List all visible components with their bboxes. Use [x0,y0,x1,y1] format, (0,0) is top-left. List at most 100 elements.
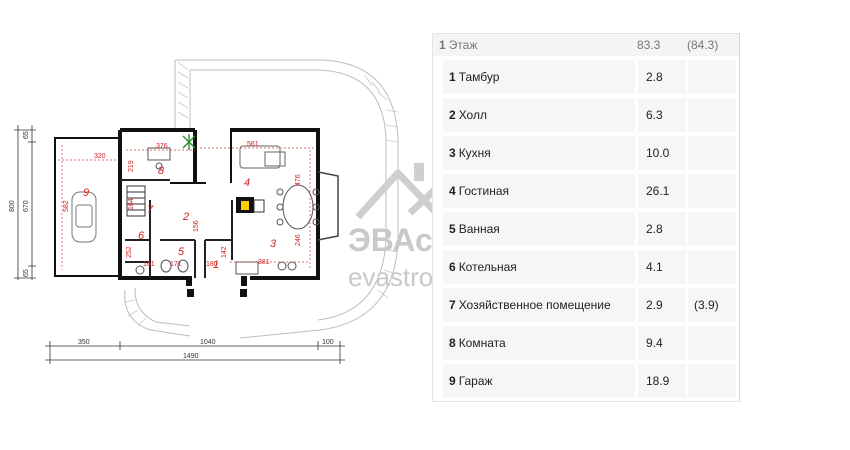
left-dimension-chain [14,125,36,280]
room-number: 3 [449,146,456,160]
room-area: 6.3 [638,98,686,132]
floor-area-alt: (84.3) [687,38,719,52]
car-icon [71,191,97,243]
room-label: Ванная [458,222,500,236]
room-number: 4 [449,184,456,198]
garage-width-dim: 320 [94,153,106,160]
living-height-dim: 476 [295,174,302,186]
terrace-hatch [123,61,399,327]
room-number: 8 [449,336,456,350]
room-area-alt [688,174,736,208]
floor-plan-drawing: 1 2 3 4 5 6 7 8 9 320 582 376 219 561 47… [9,59,399,364]
room8-height-dim: 219 [128,160,135,172]
room-area-alt [688,250,736,284]
room-number: 6 [138,230,145,242]
interior-dimensions [58,145,315,270]
room8-width-dim: 376 [156,143,168,150]
room-number: 3 [270,238,277,250]
room-number: 2 [449,108,456,122]
interior-walls [120,179,233,278]
room-number: 1 [213,259,219,271]
dim-middle: 670 [23,200,30,212]
room-area-alt: (3.9) [688,288,736,322]
stair-height-dim: 164 [128,198,135,210]
dim-bottom: 65 [23,269,30,277]
room-area-alt [688,212,736,246]
floor-number: 1 [439,38,446,52]
dim-bottom-total: 1490 [183,353,199,360]
table-header: 1 Этаж 83.3 (84.3) [433,34,739,56]
dim-total-height: 800 [9,200,16,212]
room-area-alt [688,60,736,94]
room-number: 5 [449,222,456,236]
room-dimensions: 320 582 376 219 561 476 381 246 156 164 … [63,141,302,268]
dim-bottom-a: 350 [78,339,90,346]
room-area: 4.1 [638,250,686,284]
garage-height-dim: 582 [63,200,70,212]
floor-title: 1 Этаж [439,34,477,56]
dim-171: 171 [170,261,182,268]
room-area-alt [688,326,736,360]
bottom-dimension-labels: 350 1040 100 1490 [78,339,334,360]
room-label: Холл [458,108,487,122]
floor-area: 83.3 [637,38,661,52]
hall-height-dim: 156 [193,220,200,232]
room-number: 4 [244,177,250,189]
room-numbers: 1 2 3 4 5 6 7 8 9 [83,165,277,271]
dim-bottom-b: 1040 [200,339,216,346]
room-number: 9 [83,187,89,199]
bottom-dimension-chain [45,341,345,364]
sofa-icon [239,145,286,169]
room-area: 2.8 [638,212,686,246]
room-number: 5 [178,246,185,258]
room-label: Комната [458,336,506,350]
room-area: 18.9 [638,364,686,398]
entrance-columns [186,276,247,297]
room-area-alt [688,136,736,170]
kitchen-height-dim: 246 [295,234,302,246]
plant-icon [182,134,196,150]
room-area-alt [688,364,736,398]
room-number: 6 [449,260,456,274]
room-label: Котельная [458,260,517,274]
room-label: Хозяйственное помещение [458,298,611,312]
dim-top: 65 [23,131,30,139]
living-width-dim: 561 [247,141,259,148]
room-number: 2 [182,211,189,223]
room-number: 7 [147,204,154,216]
room-label: Гараж [458,374,493,388]
dim-180: 180 [206,261,218,268]
floor-label: Этаж [448,38,478,52]
desk-icon [147,147,171,170]
stairs-icon [126,185,146,217]
left-dimension-labels: 800 65 670 65 [9,131,30,277]
room-area: 9.4 [638,326,686,360]
dim-142: 142 [221,246,228,258]
room-number: 7 [449,298,456,312]
room-label: Тамбур [458,70,500,84]
bay-window [317,171,339,241]
room-number: 1 [449,70,456,84]
dining-table-icon [276,184,320,230]
room-label: Кухня [458,146,491,160]
dim-161: 161 [143,261,155,268]
room6-height-dim: 252 [126,246,133,258]
room-area-alt [688,98,736,132]
room-label: Гостиная [458,184,510,198]
